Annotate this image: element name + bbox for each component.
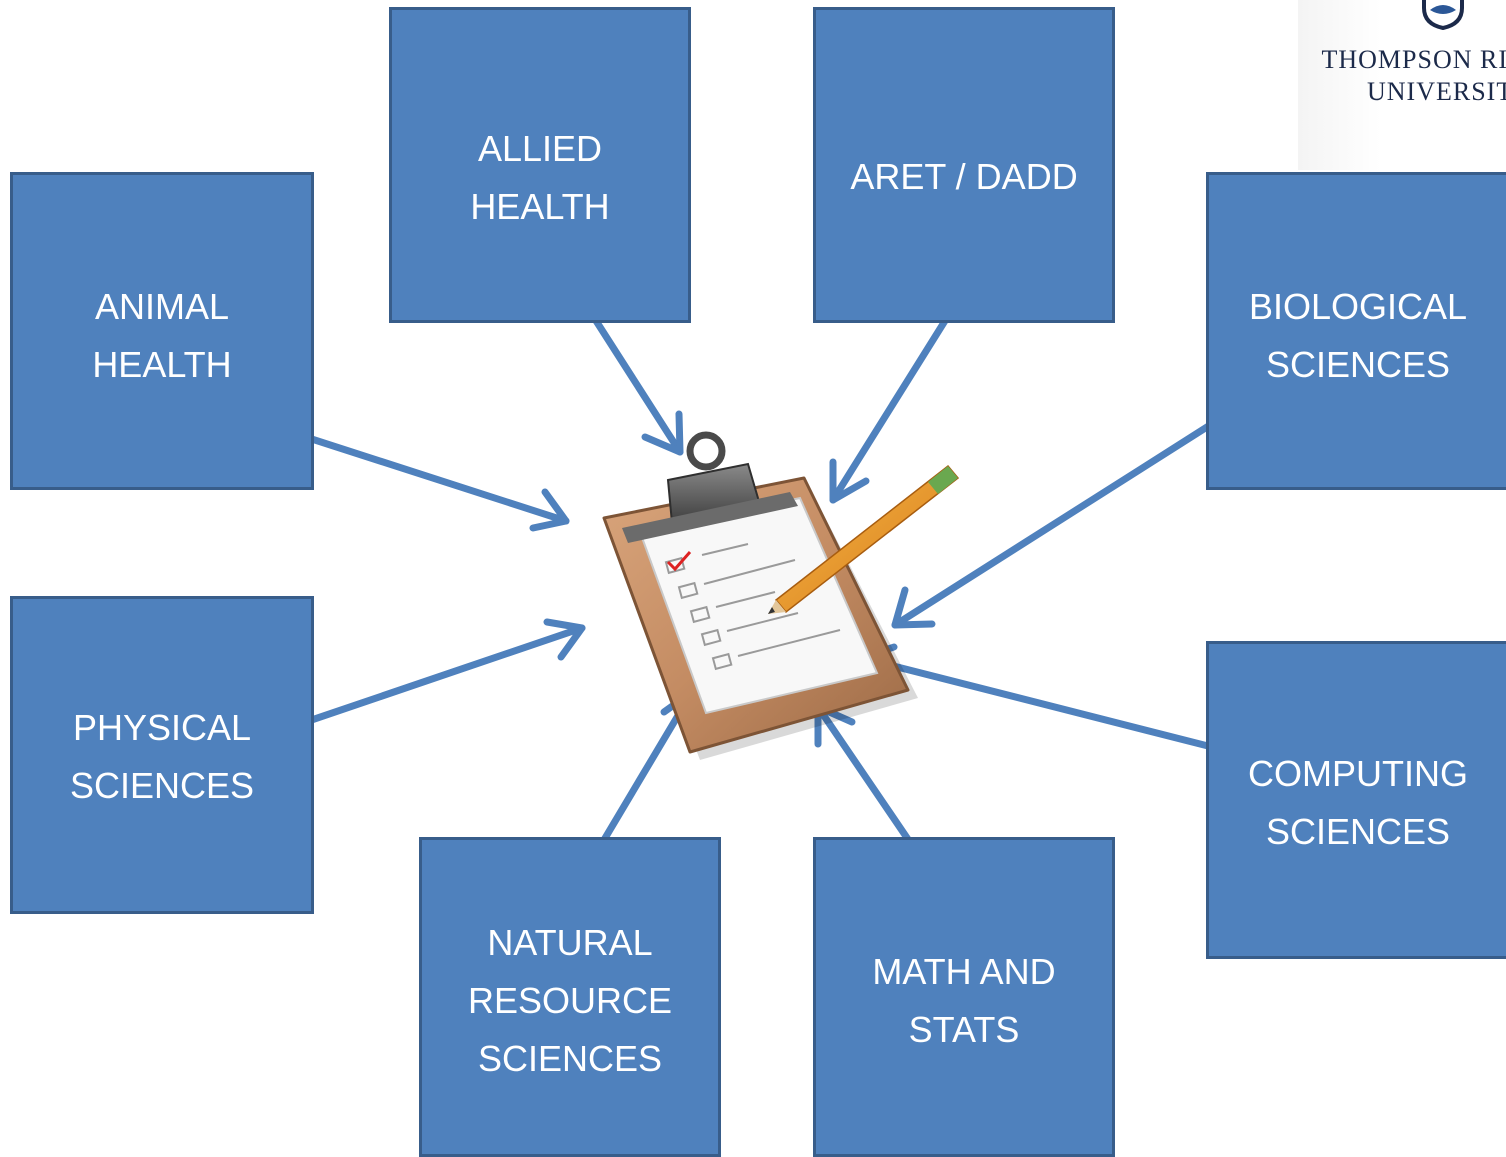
university-name: THOMPSON RIVERS UNIVERSITY: [1321, 45, 1506, 106]
computing-sciences-box: COMPUTING SCIENCES: [1206, 641, 1506, 959]
pencil-icon: [768, 464, 960, 614]
university-crest-icon: [1422, 0, 1464, 30]
math-and-stats-label: MATH AND STATS: [872, 951, 1056, 1050]
physical-sciences-label: PHYSICAL SCIENCES: [69, 707, 255, 806]
math-and-stats-box: MATH AND STATS: [813, 837, 1115, 1157]
aret-dadd-box: ARET / DADD: [813, 7, 1115, 323]
computing-sciences-label: COMPUTING SCIENCES: [1248, 753, 1468, 852]
university-logo: THOMPSON RIVERS UNIVERSITY: [1298, 0, 1506, 170]
natural-resource-sciences-box: NATURAL RESOURCE SCIENCES: [419, 837, 721, 1157]
arrow-biological-sciences: [891, 416, 1222, 629]
biological-sciences-label: BIOLOGICAL SCIENCES: [1248, 286, 1468, 385]
physical-sciences-box: PHYSICAL SCIENCES: [10, 596, 314, 914]
animal-health-box: ANIMAL HEALTH: [10, 172, 314, 490]
allied-health-label: ALLIED HEALTH: [470, 128, 610, 227]
biological-sciences-box: BIOLOGICAL SCIENCES: [1206, 172, 1506, 490]
arrow-animal-health: [286, 428, 570, 532]
aret-dadd-label: ARET / DADD: [850, 156, 1078, 197]
arrow-physical-sciences: [284, 618, 586, 732]
animal-health-label: ANIMAL HEALTH: [92, 286, 232, 385]
allied-health-box: ALLIED HEALTH: [389, 7, 691, 323]
natural-resource-sciences-label: NATURAL RESOURCE SCIENCES: [467, 922, 673, 1079]
